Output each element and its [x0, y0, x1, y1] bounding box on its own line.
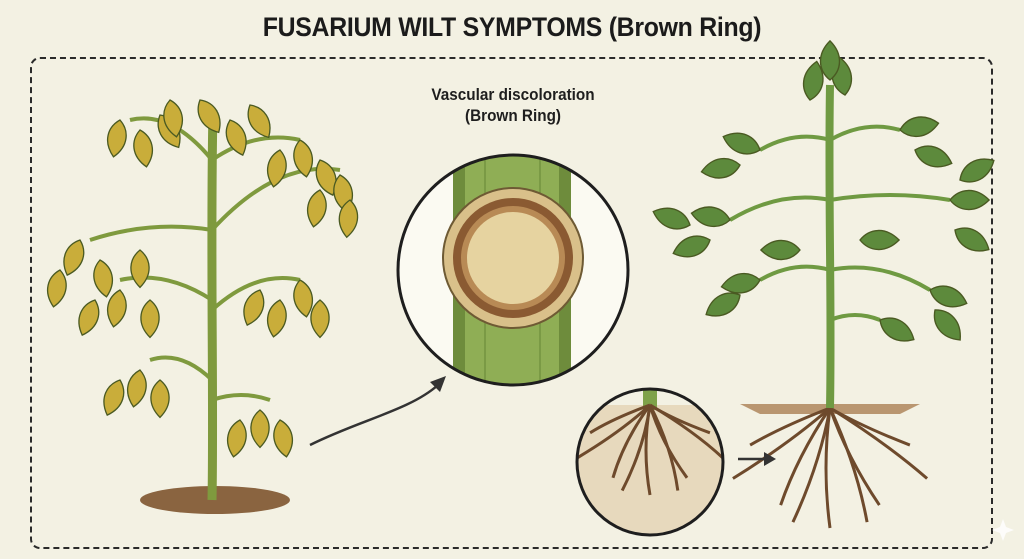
leaf [720, 272, 761, 294]
root [749, 406, 831, 447]
leaf [46, 269, 67, 308]
arrow-to-cross-section [309, 376, 446, 447]
root [732, 406, 831, 480]
leaf [700, 157, 741, 179]
root [620, 404, 652, 492]
root [589, 403, 651, 435]
healthy-roots [732, 406, 929, 529]
leaf [266, 149, 287, 188]
leaf [197, 99, 221, 134]
branch [759, 134, 831, 152]
leaf [106, 119, 127, 158]
root [828, 407, 869, 523]
wilted-stem [207, 109, 218, 501]
root [611, 404, 652, 479]
leaf [226, 419, 247, 458]
leaf [859, 229, 901, 251]
leaf [293, 139, 314, 178]
leaf [310, 299, 330, 339]
wilted-plant [140, 109, 290, 514]
leaf [93, 259, 114, 298]
roots-magnifier [575, 387, 725, 537]
leaf [914, 145, 953, 168]
leaf [273, 419, 294, 458]
leaf [247, 104, 271, 139]
leaf [959, 158, 995, 183]
pith [467, 212, 559, 304]
leaf [225, 119, 247, 157]
leaf [954, 227, 990, 252]
page-title: FUSARIUM WILT SYMPTOMS (Brown Ring) [262, 12, 762, 42]
leaf [140, 299, 160, 339]
leaf [929, 285, 968, 308]
leaf [306, 189, 327, 228]
branch [728, 195, 831, 222]
leaf [150, 379, 170, 419]
branch [759, 264, 831, 282]
root [577, 403, 652, 460]
leaf [126, 369, 147, 408]
leaf [672, 235, 711, 258]
branch [119, 275, 214, 302]
root [649, 403, 723, 459]
stem-cross-section-magnifier [396, 153, 630, 387]
leaf [130, 249, 150, 289]
leaf [722, 132, 761, 155]
healthy-plant [732, 84, 929, 529]
leaf [819, 39, 841, 81]
leaf [705, 292, 741, 317]
branch [149, 355, 214, 382]
leaf [243, 289, 265, 327]
leaf [338, 199, 359, 239]
leaf [759, 239, 801, 261]
leaf [690, 206, 731, 228]
leaf [315, 159, 337, 197]
root [779, 407, 832, 506]
root [791, 407, 832, 523]
branch [829, 265, 932, 292]
leaf [103, 379, 125, 417]
leaf [106, 289, 127, 328]
leaf [133, 129, 154, 168]
leaf [250, 409, 270, 449]
dashed-frame [30, 57, 993, 549]
leaf [652, 207, 691, 230]
branch [210, 135, 301, 162]
branch [210, 276, 301, 312]
leaf [879, 317, 915, 342]
root [648, 404, 680, 491]
cross-section-caption: Vascular discoloration (Brown Ring) [378, 84, 648, 126]
root [829, 406, 929, 480]
leaf [293, 279, 314, 318]
leaf [899, 116, 940, 138]
caption-line-2: (Brown Ring) [464, 106, 562, 125]
branch [829, 313, 881, 322]
sparkle-icon [992, 519, 1014, 541]
branch [89, 224, 213, 242]
leaf [63, 239, 85, 277]
caption-line-1: Vascular discoloration [431, 85, 595, 104]
leaf [949, 189, 991, 211]
arrow-to-healthy-roots [738, 452, 776, 466]
branch [829, 193, 951, 202]
leaf [78, 299, 100, 337]
leaf [266, 299, 287, 338]
branch [211, 393, 271, 402]
branch [829, 124, 901, 142]
leaf [163, 99, 184, 138]
leaf [933, 309, 961, 341]
leaf [802, 60, 824, 101]
healthy-stem [825, 84, 835, 409]
